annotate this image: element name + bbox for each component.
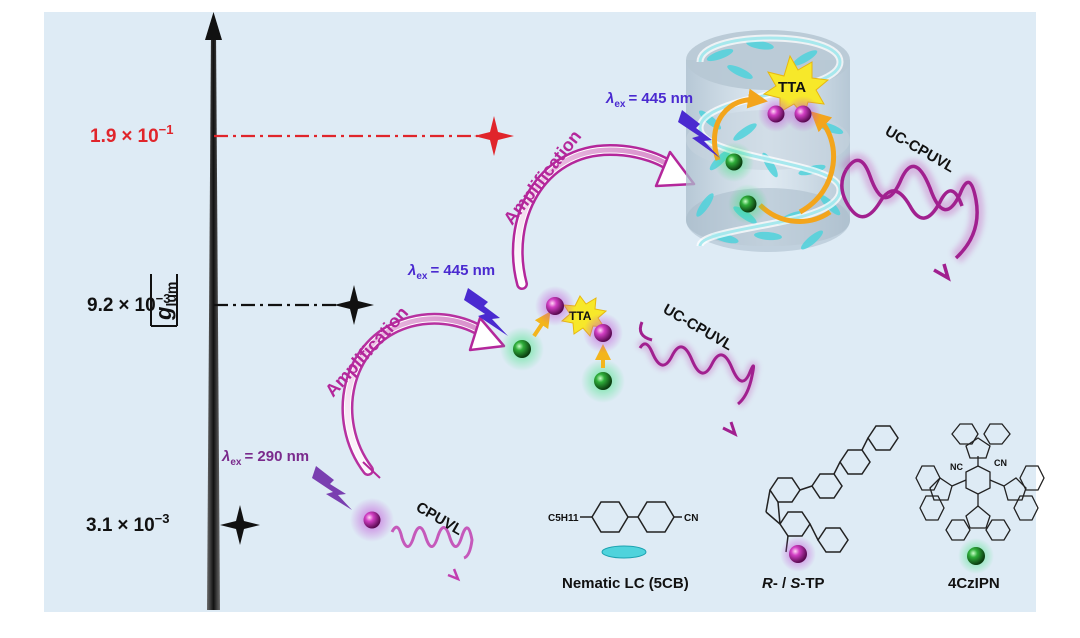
level-high-mantissa: 1.9 — [90, 126, 116, 147]
tp-sphere-mid-1 — [546, 297, 564, 315]
lightning-mid-icon — [464, 288, 508, 336]
helix-high — [840, 153, 985, 282]
tp-sphere-high-1 — [767, 105, 785, 123]
excitation-label-low: λex= 290 nm — [221, 448, 309, 468]
level-high-times: × — [121, 126, 132, 147]
axis-label-sub: lum — [163, 282, 179, 307]
excitation-low-sub: ex — [230, 457, 242, 468]
level-low: 3.1× 10−3 — [86, 505, 260, 545]
legend-tp-name: R- / S-TP — [762, 575, 825, 592]
excitation-high-sub: ex — [614, 99, 626, 110]
level-low-times: × — [117, 515, 128, 536]
stage-uc-cpuvl-high: TTA λex= 445 nm UC-CPUVL — [605, 30, 985, 282]
helix-mid — [636, 321, 759, 437]
svg-text:1.9×10−1: 1.9× 10−1 — [90, 122, 174, 147]
excitation-mid-sub: ex — [416, 271, 428, 282]
amplification-arrow-low — [341, 312, 506, 479]
level-mid-mantissa: 9.2 — [87, 295, 113, 316]
level-mid-star — [334, 285, 374, 325]
level-high-exponent: −1 — [159, 122, 174, 137]
excitation-high-value: = 445 nm — [628, 90, 693, 107]
legend-tp-r: R — [762, 575, 773, 592]
excitation-high-prefix: λ — [605, 90, 614, 107]
vertical-axis — [205, 12, 222, 610]
tp-sphere-mid-2 — [594, 324, 612, 342]
svg-text:9.2×10−3: 9.2× 10−3 — [87, 291, 171, 316]
level-mid-base: 10 — [135, 295, 156, 316]
tp-sphere-low — [363, 511, 381, 529]
5cb-cn: CN — [684, 513, 698, 524]
lc-ellipse-icon — [601, 545, 647, 559]
tta-label-high: TTA — [778, 79, 806, 96]
level-low-star — [220, 505, 260, 545]
czipn-nc-label: NC — [950, 462, 963, 472]
czipn-legend-sphere — [967, 547, 985, 565]
tta-label-mid: TTA — [569, 309, 592, 323]
level-low-mantissa: 3.1 — [86, 515, 113, 536]
helix-low — [390, 525, 474, 560]
excitation-low-value: = 290 nm — [244, 448, 309, 465]
legend-czipn-name: 4CzIPN — [948, 575, 1000, 592]
legend-tp: R- / S-TP — [762, 425, 899, 592]
excitation-label-high: λex= 445 nm — [605, 90, 693, 110]
level-high-base: 10 — [138, 126, 159, 147]
lightning-low-icon — [312, 466, 352, 510]
legend-5cb-name: Nematic LC (5CB) — [562, 575, 689, 592]
excitation-mid-value: = 445 nm — [430, 262, 495, 279]
level-mid: 9.2× 10−3 — [87, 285, 374, 325]
level-low-exponent: −3 — [155, 511, 170, 526]
excitation-low-prefix: λ — [221, 448, 230, 465]
tp-sphere-high-2 — [794, 105, 812, 123]
czipn-sphere-mid-1 — [513, 340, 531, 358]
level-high-star — [474, 116, 514, 156]
legend-tp-sep: - / — [773, 575, 791, 592]
legend-4czipn: NC CN 4CzIPN — [915, 423, 1045, 592]
axis-label: glum — [150, 274, 179, 327]
level-high: 1.9× 10−1 — [90, 116, 514, 156]
czipn-cn-label: CN — [994, 458, 1007, 468]
czipn-sphere-high-2 — [739, 195, 757, 213]
legend-tp-s: S — [790, 575, 800, 592]
svg-text:glum: glum — [151, 282, 179, 321]
level-low-base: 10 — [134, 515, 155, 536]
legend-5cb: C5H11 CN Nematic LC (5CB) — [548, 501, 698, 592]
lightning-high-icon — [678, 110, 720, 158]
excitation-mid-prefix: λ — [407, 262, 416, 279]
level-mid-times: × — [118, 295, 129, 316]
5cb-c5h11: C5H11 — [548, 513, 579, 524]
svg-text:3.1×10−3: 3.1× 10−3 — [86, 511, 170, 536]
level-mid-exponent: −3 — [156, 291, 171, 306]
axis-label-main: g — [151, 306, 176, 321]
amplification-arrow-high — [511, 143, 696, 290]
legend-tp-suffix: -TP — [800, 575, 824, 592]
excitation-label-mid: λex= 445 nm — [407, 262, 495, 282]
czipn-sphere-high-1 — [725, 153, 743, 171]
tp-legend-sphere — [789, 545, 807, 563]
czipn-sphere-mid-2 — [594, 372, 612, 390]
